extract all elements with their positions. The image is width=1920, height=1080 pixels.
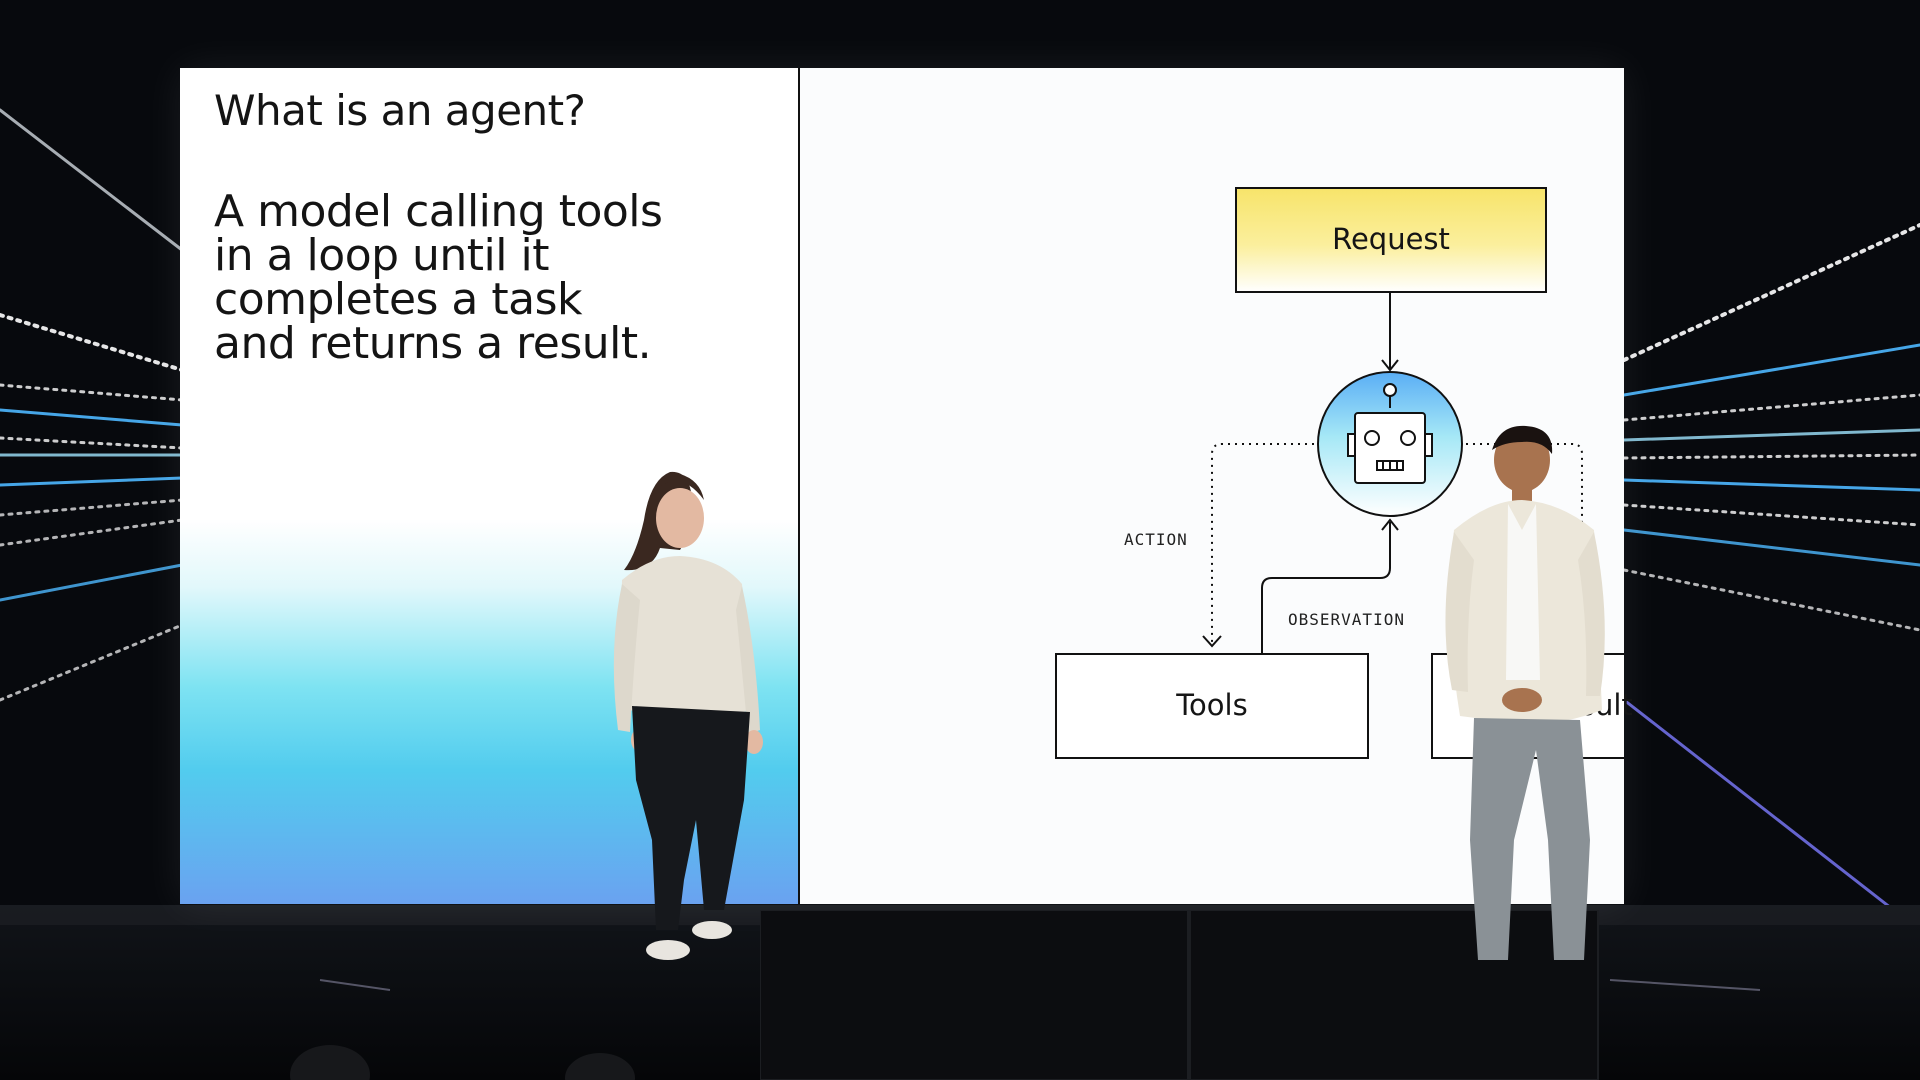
observation-edge [1261,522,1391,654]
stage-monitors [760,910,1599,1080]
request-label: Request [1332,222,1450,256]
tools-node [1055,653,1369,759]
right-light-streaks [1622,223,1920,917]
left-light-streaks [0,108,184,702]
presentation-screen: What is an agent? A model calling tools … [180,68,1633,904]
slide-body-line: in a loop until it [214,230,549,281]
action-label: ACTION [1124,530,1188,549]
slide-body-line: completes a task [214,274,583,325]
robot-icon [1347,383,1433,484]
presenter-right [1445,425,1605,960]
tools-label: Tools [1176,688,1248,722]
slide-heading: What is an agent? [214,86,586,135]
slide-body: A model calling tools in a loop until it… [214,190,774,366]
slide-body-line: A model calling tools [214,186,663,237]
presenter-left [613,471,763,960]
observation-label: OBSERVATION [1288,610,1405,629]
slide-body-line: and returns a result. [214,318,652,369]
request-node [1235,187,1547,293]
action-edge [1211,443,1314,646]
agent-to-result-edge [1466,443,1583,646]
